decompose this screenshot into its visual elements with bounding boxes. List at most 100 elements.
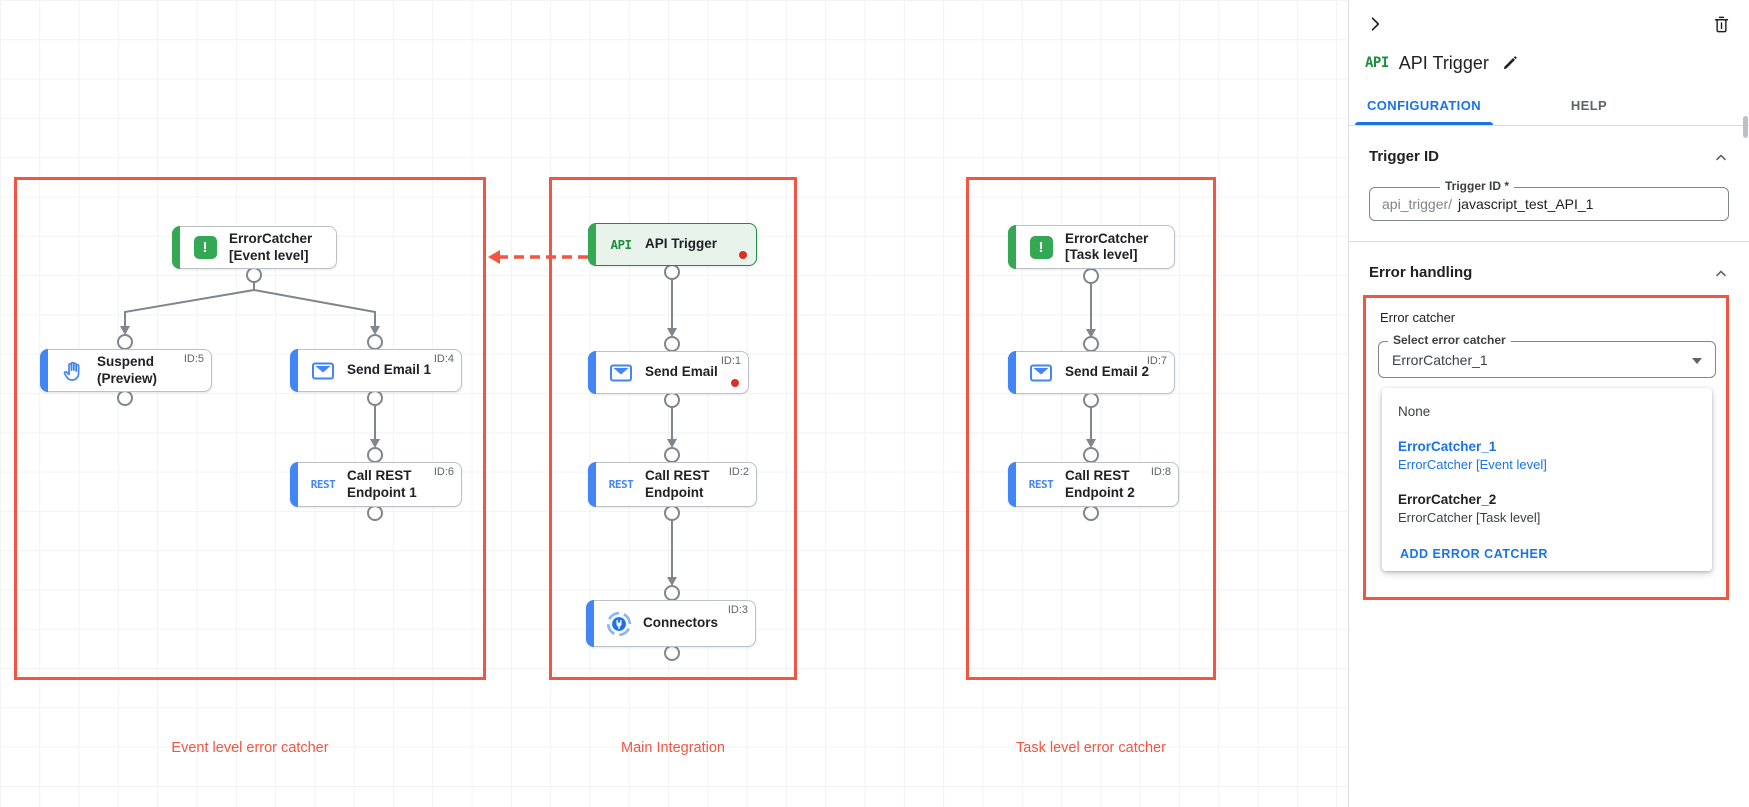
main-integration-group-label: Main Integration xyxy=(621,740,725,756)
node-id-badge: ID:1 xyxy=(720,355,741,367)
node-stripe xyxy=(588,462,596,507)
node-suspend[interactable]: Suspend (Preview) ID:5 xyxy=(40,349,212,392)
mail-icon xyxy=(1027,361,1055,385)
node-label: Send Email xyxy=(645,364,718,380)
node-stripe xyxy=(1008,225,1016,269)
error-dot xyxy=(731,379,739,387)
node-stripe xyxy=(586,600,594,647)
node-stripe xyxy=(290,462,298,507)
node-send-email-2[interactable]: Send Email 2 ID:7 xyxy=(1008,351,1175,394)
trigger-id-field-label: Trigger ID * xyxy=(1440,179,1515,193)
node-send-email[interactable]: Send Email ID:1 xyxy=(588,351,749,394)
delete-trigger-button[interactable] xyxy=(1710,13,1733,36)
node-stripe xyxy=(588,351,596,394)
exclamation-glyph: ! xyxy=(1029,235,1053,259)
error-catcher-select[interactable]: Select error catcher ErrorCatcher_1 xyxy=(1378,333,1716,378)
error-catcher-label: Error catcher xyxy=(1380,310,1456,325)
error-dot xyxy=(739,251,747,259)
node-errorcatcher-task-level[interactable]: ! ErrorCatcher [Task level] xyxy=(1008,225,1175,269)
node-id-badge: ID:2 xyxy=(728,466,749,478)
mail-icon xyxy=(309,359,337,383)
node-send-email-1[interactable]: Send Email 1 ID:4 xyxy=(290,349,462,392)
node-call-rest-endpoint-1[interactable]: REST Call REST Endpoint 1 ID:6 xyxy=(290,462,462,507)
node-id-badge: ID:3 xyxy=(727,604,748,616)
tab-configuration[interactable]: CONFIGURATION xyxy=(1349,88,1499,125)
workflow-canvas[interactable]: ! ErrorCatcher [Event level] Suspend (Pr… xyxy=(0,0,1348,807)
node-call-rest-endpoint-2[interactable]: REST Call REST Endpoint 2 ID:8 xyxy=(1008,462,1179,507)
chevron-up-icon[interactable] xyxy=(1713,149,1729,165)
error-catcher-icon: ! xyxy=(1027,235,1055,259)
node-connectors[interactable]: Connectors ID:3 xyxy=(586,600,756,647)
node-stripe xyxy=(172,226,180,269)
exclamation-glyph: ! xyxy=(193,236,217,259)
collapse-panel-button[interactable] xyxy=(1363,12,1387,36)
trigger-id-heading: Trigger ID xyxy=(1369,148,1440,165)
connectors-icon xyxy=(605,611,633,637)
rest-icon: REST xyxy=(607,478,635,491)
option-title: ErrorCatcher_1 xyxy=(1398,439,1497,454)
tab-help[interactable]: HELP xyxy=(1539,88,1639,125)
node-label: Connectors xyxy=(643,615,719,631)
error-handling-section-header[interactable]: Error handling xyxy=(1369,256,1729,287)
mail-icon xyxy=(607,361,635,385)
config-panel: API API Trigger CONFIGURATION HELP Trigg… xyxy=(1348,0,1749,807)
rest-icon: REST xyxy=(1027,478,1055,491)
node-id-badge: ID:4 xyxy=(433,353,454,365)
select-floating-label: Select error catcher xyxy=(1388,333,1511,347)
api-trigger-icon: API xyxy=(1365,55,1389,71)
chevron-up-icon[interactable] xyxy=(1713,265,1729,281)
rest-icon: REST xyxy=(309,478,337,491)
node-label: ErrorCatcher [Task level] xyxy=(1065,230,1149,262)
node-id-badge: ID:7 xyxy=(1146,355,1167,367)
suspend-hand-icon xyxy=(59,359,87,383)
trigger-id-prefix: api_trigger/ xyxy=(1382,196,1453,212)
panel-header: API API Trigger xyxy=(1349,36,1749,88)
node-label: Suspend (Preview) xyxy=(97,354,158,386)
option-subtitle: ErrorCatcher [Task level] xyxy=(1398,510,1541,525)
node-call-rest-endpoint[interactable]: REST Call REST Endpoint ID:2 xyxy=(588,462,757,507)
error-catcher-dropdown-menu: None ErrorCatcher_1 ErrorCatcher [Event … xyxy=(1382,388,1712,571)
trigger-id-section: Trigger ID Trigger ID * api_trigger/ jav… xyxy=(1349,126,1749,221)
node-stripe xyxy=(290,349,298,392)
error-handling-section: Error handling Error catcher Select erro… xyxy=(1349,242,1749,600)
task-level-group-label: Task level error catcher xyxy=(1016,740,1166,756)
node-label: API Trigger xyxy=(645,236,718,252)
node-label: Send Email 1 xyxy=(347,362,432,378)
node-stripe xyxy=(40,349,48,392)
panel-scrollbar[interactable] xyxy=(1743,116,1748,138)
section-divider xyxy=(1349,241,1749,242)
option-subtitle: ErrorCatcher [Event level] xyxy=(1398,457,1547,472)
option-title: ErrorCatcher_2 xyxy=(1398,492,1497,507)
rest-glyph: REST xyxy=(608,478,634,491)
node-stripe xyxy=(588,223,596,266)
edit-name-button[interactable] xyxy=(1499,52,1521,74)
panel-tabs: CONFIGURATION HELP xyxy=(1349,88,1749,126)
panel-top-bar xyxy=(1349,0,1749,36)
rest-glyph: REST xyxy=(1028,478,1054,491)
option-none[interactable]: None xyxy=(1382,394,1712,429)
node-label: ErrorCatcher [Event level] xyxy=(229,231,313,263)
option-errorcatcher-2[interactable]: ErrorCatcher_2 ErrorCatcher [Task level] xyxy=(1382,482,1712,535)
trigger-id-section-header[interactable]: Trigger ID xyxy=(1369,140,1729,171)
error-catcher-highlight-box: Error catcher Select error catcher Error… xyxy=(1363,295,1729,600)
select-value: ErrorCatcher_1 xyxy=(1392,351,1488,368)
api-icon: API xyxy=(607,237,635,252)
panel-title: API Trigger xyxy=(1398,52,1489,73)
node-label: Send Email 2 xyxy=(1065,364,1150,380)
add-error-catcher-button[interactable]: ADD ERROR CATCHER xyxy=(1382,535,1564,563)
rest-glyph: REST xyxy=(310,478,336,491)
node-id-badge: ID:5 xyxy=(183,353,204,365)
error-catcher-icon: ! xyxy=(191,236,219,259)
node-id-badge: ID:8 xyxy=(1150,466,1171,478)
node-label: Call REST Endpoint xyxy=(645,468,710,500)
node-label: Call REST Endpoint 2 xyxy=(1065,468,1135,500)
error-handling-heading: Error handling xyxy=(1369,264,1473,281)
node-id-badge: ID:6 xyxy=(433,466,454,478)
trigger-id-field[interactable]: Trigger ID * api_trigger/ javascript_tes… xyxy=(1369,179,1729,221)
node-errorcatcher-event-level[interactable]: ! ErrorCatcher [Event level] xyxy=(172,226,337,269)
dropdown-arrow-icon xyxy=(1692,358,1702,364)
node-stripe xyxy=(1008,351,1016,394)
option-errorcatcher-1[interactable]: ErrorCatcher_1 ErrorCatcher [Event level… xyxy=(1382,429,1712,482)
node-api-trigger[interactable]: API API Trigger xyxy=(588,223,757,266)
